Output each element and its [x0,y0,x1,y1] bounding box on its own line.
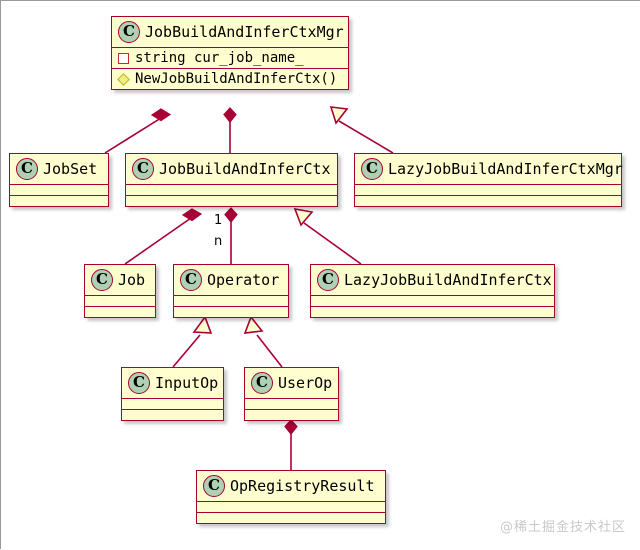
edge-ctx-to-job [124,208,203,265]
multiplicity-label-source: 1 [214,213,223,228]
class-attributes-compartment [174,295,288,306]
class-methods-compartment [197,512,385,523]
class-name-label: JobSet [43,160,98,178]
class-box-opregistryresult[interactable]: C OpRegistryResult [196,470,386,524]
class-c-icon: C [16,158,38,180]
edge-mgr-to-jobset [104,108,172,154]
edge-lazyctx-to-ctx [293,207,362,265]
class-methods-compartment [245,409,338,420]
class-attributes-compartment [10,184,108,195]
class-name-label: JobBuildAndInferCtx [159,160,331,178]
class-title: C JobBuildAndInferCtxMgr [112,17,348,47]
class-methods-compartment [355,195,621,206]
class-attributes-compartment [197,501,385,512]
class-box-jobset[interactable]: C JobSet [9,153,109,207]
class-methods-compartment [122,409,223,420]
class-name-label: UserOp [278,374,333,392]
class-name-label: LazyJobBuildAndInferCtxMgr [388,160,623,178]
class-box-operator[interactable]: C Operator [173,264,289,318]
method-label: NewJobBuildAndInferCtx() [135,71,338,87]
multiplicity-label-target: n [214,234,223,249]
class-methods-compartment [311,306,554,317]
edge-userop-to-operator [243,315,283,368]
private-field-icon [118,52,129,64]
class-methods-compartment [126,195,337,206]
class-box-inputop[interactable]: C InputOp [121,367,224,421]
class-title: C LazyJobBuildAndInferCtxMgr [355,154,623,184]
class-methods-compartment [174,306,288,317]
class-c-icon: C [361,158,383,180]
class-name-label: LazyJobBuildAndInferCtx [344,271,552,289]
class-attributes-compartment [122,398,223,409]
class-box-userop[interactable]: C UserOp [244,367,339,421]
class-box-jobbuildandinferctxmgr[interactable]: C JobBuildAndInferCtxMgr string cur_job_… [111,16,349,90]
class-attributes-compartment [311,295,554,306]
class-name-label: Operator [207,271,280,289]
class-c-icon: C [128,372,150,394]
class-box-lazyjobbuildandinferctxmgr[interactable]: C LazyJobBuildAndInferCtxMgr [354,153,623,207]
class-c-icon: C [180,269,202,291]
edge-lazymgr-to-mgr [329,106,394,154]
edge-userop-to-opregistryresult [284,419,298,470]
class-attributes-compartment [245,398,338,409]
edge-mgr-to-jobbuildandinferctx [223,107,237,153]
class-attributes-compartment: string cur_job_name_ [112,47,348,68]
package-method-icon [117,72,130,86]
class-c-icon: C [251,372,273,394]
class-title: C InputOp [122,368,223,398]
class-methods-compartment [10,195,108,206]
class-c-icon: C [132,158,154,180]
class-title: C JobBuildAndInferCtx [126,154,337,184]
edge-ctx-to-operator [224,207,238,264]
class-name-label: Job [118,271,146,289]
class-box-job[interactable]: C Job [84,264,156,318]
class-name-label: OpRegistryResult [230,477,375,495]
class-box-jobbuildandinferctx[interactable]: C JobBuildAndInferCtx [125,153,338,207]
class-title: C OpRegistryResult [197,471,385,501]
class-c-icon: C [91,269,113,291]
class-attributes-compartment [126,184,337,195]
class-title: C LazyJobBuildAndInferCtx [311,265,554,295]
class-attributes-compartment [355,184,621,195]
class-name-label: InputOp [155,374,219,392]
class-title: C UserOp [245,368,338,398]
class-c-icon: C [203,475,225,497]
class-name-label: JobBuildAndInferCtxMgr [145,23,344,41]
class-title: C JobSet [10,154,108,184]
watermark-label: @稀土掘金技术社区 [499,520,626,535]
class-box-lazyjobbuildandinferctx[interactable]: C LazyJobBuildAndInferCtx [310,264,555,318]
class-title: C Operator [174,265,288,295]
class-attributes-compartment [85,295,155,306]
class-c-icon: C [317,269,339,291]
class-title: C Job [85,265,155,295]
class-methods-compartment [85,306,155,317]
edge-inputop-to-operator [172,315,213,368]
class-c-icon: C [118,21,140,43]
class-methods-compartment: NewJobBuildAndInferCtx() [112,68,348,89]
field-label: string cur_job_name_ [135,50,304,66]
